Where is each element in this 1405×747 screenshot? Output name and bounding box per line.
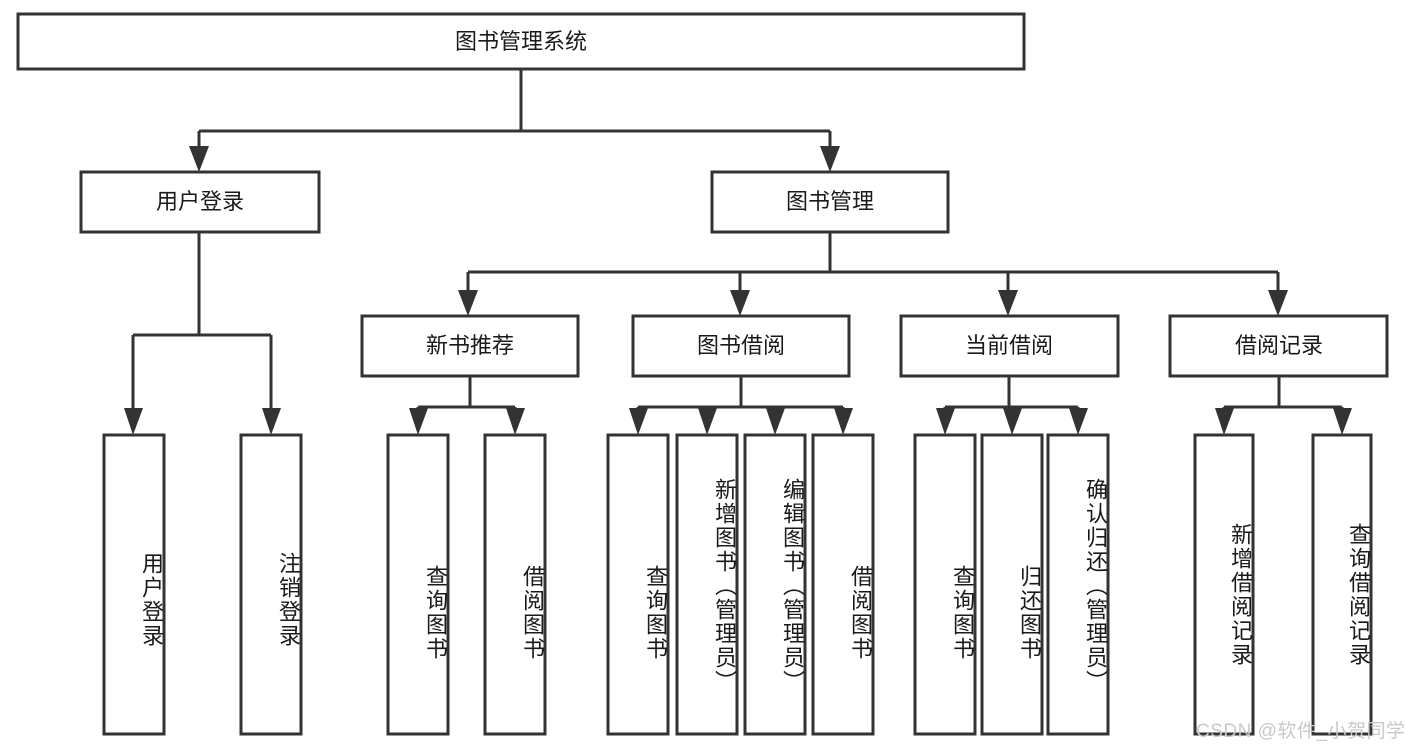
arrow-head-borrow-record: [1268, 290, 1288, 316]
csdn-watermark: CSDN @软件_小贺同学: [1196, 721, 1405, 742]
node-leaf-logout-login-box[interactable]: [239, 433, 303, 736]
node-book-manage[interactable]: 图书管理: [710, 170, 950, 234]
arrow-head-leaf-return-book: [1003, 408, 1022, 435]
arrow-head-leaf-edit-book-admin: [766, 408, 785, 435]
node-leaf-add-book-admin-box[interactable]: [675, 433, 739, 736]
arrow-head-leaf-user-login: [124, 408, 143, 435]
arrow-head-leaf-query-borrow-record: [1333, 408, 1352, 435]
node-book-borrow-label: 图书借阅: [697, 333, 785, 358]
node-new-book-recommend[interactable]: 新书推荐: [360, 314, 580, 378]
leaf-boxes-group: [102, 433, 1373, 736]
node-new-book-recommend-label: 新书推荐: [426, 333, 514, 358]
arrow-head-user-login: [189, 146, 209, 172]
arrow-head-leaf-query-book-1: [409, 408, 428, 435]
arrow-head-leaf-borrow-book-1: [506, 408, 525, 435]
node-book-manage-label: 图书管理: [786, 189, 874, 214]
node-new-book-recommend-box[interactable]: [360, 314, 580, 378]
node-leaf-borrow-book-2-box[interactable]: [811, 433, 875, 736]
node-root-label: 图书管理系统: [455, 29, 587, 54]
node-book-borrow-box[interactable]: [631, 314, 851, 378]
node-leaf-return-book-box[interactable]: [980, 433, 1044, 736]
node-book-borrow[interactable]: 图书借阅: [631, 314, 851, 378]
arrow-head-leaf-confirm-return-admin: [1069, 408, 1088, 435]
arrow-head-book-manage: [820, 146, 840, 172]
arrow-head-leaf-query-book-3: [936, 408, 955, 435]
node-book-manage-box[interactable]: [710, 170, 950, 234]
node-leaf-query-book-3-box[interactable]: [913, 433, 977, 736]
arrow-head-book-borrow: [730, 290, 750, 316]
node-leaf-query-book-2-box[interactable]: [606, 433, 670, 736]
connectors-group: [124, 69, 1352, 435]
arrow-head-leaf-logout-login: [262, 408, 281, 435]
arrow-head-leaf-query-book-2: [629, 408, 648, 435]
arrow-head-new-book-recommend: [458, 290, 478, 316]
arrow-head-leaf-borrow-book-2: [834, 408, 853, 435]
node-current-borrow-box[interactable]: [899, 314, 1120, 378]
node-leaf-user-login-box[interactable]: [102, 433, 166, 736]
node-leaf-borrow-book-1-box[interactable]: [483, 433, 547, 736]
arrow-head-leaf-add-book-admin: [698, 408, 717, 435]
node-root-box[interactable]: [16, 12, 1026, 71]
node-borrow-record-label: 借阅记录: [1235, 333, 1323, 358]
node-current-borrow-label: 当前借阅: [965, 333, 1053, 358]
node-leaf-edit-book-admin-box[interactable]: [743, 433, 807, 736]
node-borrow-record[interactable]: 借阅记录: [1168, 314, 1389, 378]
node-user-login-box[interactable]: [79, 170, 321, 234]
node-leaf-confirm-return-admin-box[interactable]: [1046, 433, 1110, 736]
node-borrow-record-box[interactable]: [1168, 314, 1389, 378]
node-leaf-query-borrow-record-box[interactable]: [1311, 433, 1373, 736]
arrow-head-current-borrow: [998, 290, 1018, 316]
arrow-head-leaf-add-borrow-record: [1215, 408, 1234, 435]
node-user-login-label: 用户登录: [156, 189, 244, 214]
node-current-borrow[interactable]: 当前借阅: [899, 314, 1120, 378]
node-root[interactable]: 图书管理系统: [16, 12, 1026, 71]
node-user-login[interactable]: 用户登录: [79, 170, 321, 234]
node-leaf-add-borrow-record-box[interactable]: [1193, 433, 1255, 736]
node-leaf-query-book-1-box[interactable]: [386, 433, 450, 736]
